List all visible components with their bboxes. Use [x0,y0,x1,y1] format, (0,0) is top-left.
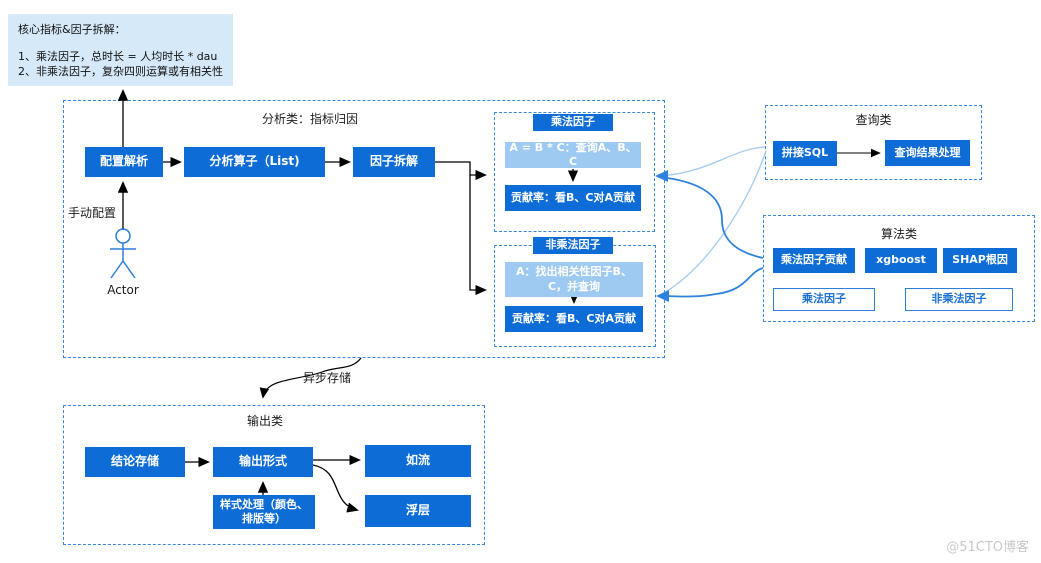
manual-config-label: 手动配置 [68,206,117,220]
mul-query-box: A = B * C：查询A、B、C [505,141,641,168]
arrow-split-to-nonmul [469,175,487,296]
actor-icon [110,228,136,279]
query-group-title: 查询类 [855,113,892,127]
node-overlay: 浮层 [365,495,471,527]
actor-label: Actor [107,283,139,297]
node-style-process: 样式处理（颜色、排版等） [213,495,315,529]
curve-algo-to-nonmul [660,267,764,298]
async-store-label: 异步存储 [303,371,352,385]
algo-group-title: 算法类 [880,227,917,241]
curve-query-to-mul [659,146,766,177]
watermark: @51CTO博客 [946,540,1029,555]
nonmul-factor-title: 非乘法因子 [533,237,613,254]
note-line2: 2、非乘法因子，复杂四则运算或有相关性 [18,65,223,78]
arrow-async-store [259,357,362,399]
node-output-form: 输出形式 [213,447,313,477]
node-query-result: 查询结果处理 [885,140,970,166]
output-group-title: 输出类 [246,414,283,428]
node-xgboost: xgboost [865,248,937,273]
node-sql-concat: 拼接SQL [773,141,837,166]
mul-factor-title: 乘法因子 [533,114,613,131]
node-config-parse: 配置解析 [85,147,163,177]
analysis-group-title: 分析类：指标归因 [261,112,358,126]
curve-query-to-nonmul [661,150,767,295]
node-mul-contrib-algo: 乘法因子贡献 [773,248,855,273]
blue-arrowhead-nonmul [656,290,669,302]
arrow-split-to-mul [435,161,487,181]
node-ruliu: 如流 [365,445,471,477]
algo-group-box [763,215,1035,322]
node-factor-split: 因子拆解 [353,147,435,177]
note-line1: 1、乘法因子，总时长 = 人均时长 * dau [18,50,218,63]
node-conclusion-store: 结论存储 [85,447,185,477]
mul-contrib-box: 贡献率：看B、C对A贡献 [505,185,641,211]
note-box: 核心指标&因子拆解： 1、乘法因子，总时长 = 人均时长 * dau 2、非乘法… [8,14,233,86]
curve-algo-to-mul [659,176,764,259]
node-algo-mul-factor: 乘法因子 [773,288,875,311]
nonmul-query-box: A：找出相关性因子B、C，并查询 [505,262,643,297]
query-group-box [765,105,982,180]
node-algo-nonmul-factor: 非乘法因子 [905,288,1013,311]
analysis-group-box [63,100,665,358]
node-analysis-operator: 分析算子（List) [184,147,325,177]
node-shap: SHAP根因 [943,248,1017,273]
note-title: 核心指标&因子拆解： [18,23,126,36]
output-group-box [63,405,485,545]
arrow-form-to-overlay [312,464,359,513]
mul-factor-group-box [494,112,655,232]
blue-arrowhead-mul [655,170,668,182]
nonmul-contrib-box: 贡献率：看B、C对A贡献 [505,306,643,332]
